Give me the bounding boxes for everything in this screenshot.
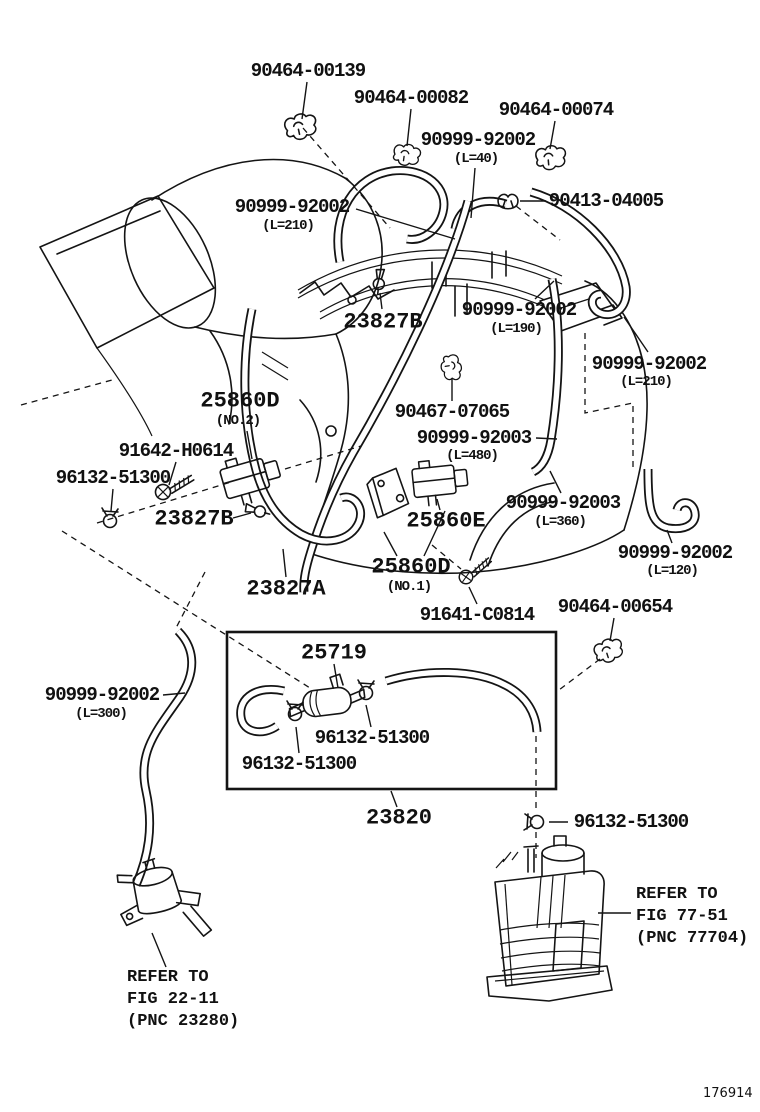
part-label-90413-04005: 90413-04005 [548, 190, 664, 212]
leader-lines [110, 81, 673, 968]
vacuum-hoses [131, 166, 700, 887]
clip-icon-90464-00139 [282, 110, 320, 143]
part-label-sub-l480: (L=480) [446, 448, 499, 464]
refer-note-line: FIG 22-11 [127, 990, 219, 1009]
part-label-96132-51300-box-left: 96132-51300 [241, 753, 357, 775]
part-label-96132-51300-left: 96132-51300 [55, 467, 171, 489]
part-label-96132-51300-bottom: 96132-51300 [573, 811, 689, 833]
part-label-90999-92002-l210-right: 90999-92002 [591, 353, 707, 375]
clip-icon-90464-00082 [391, 141, 423, 168]
assembly-dashed-lines [20, 127, 634, 858]
part-label-90999-92002-l120: 90999-92002 [617, 542, 733, 564]
part-label-90999-92002-l190: 90999-92002 [461, 299, 577, 321]
refer-note-valve: REFER TO FIG 22-11 (PNC 23280) [127, 967, 239, 1033]
bvsv-valve-icon [116, 857, 213, 937]
part-label-90999-92002-l300: 90999-92002 [44, 684, 160, 706]
part-label-90464-00074: 90464-00074 [498, 99, 614, 121]
part-label-sub-l190: (L=190) [490, 321, 543, 337]
part-label-sub-no1: (NO.1) [386, 579, 432, 595]
clamp-icon-96132-51300-bottom [523, 813, 545, 831]
part-label-91641-c0814: 91641-C0814 [419, 604, 535, 626]
vsv-icon-25860e [410, 456, 471, 508]
part-label-sub-l210-left: (L=210) [262, 218, 315, 234]
part-label-23820: 23820 [365, 805, 433, 831]
refer-note-canister: REFER TO FIG 77-51 (PNC 77704) [636, 884, 748, 950]
assembly-box-23820 [225, 630, 558, 791]
refer-note-line: (PNC 23280) [127, 1012, 240, 1031]
refer-note-line: (PNC 77704) [636, 929, 749, 948]
part-label-sub-no2: (NO.2) [215, 413, 261, 429]
part-label-96132-51300-box-right: 96132-51300 [314, 727, 430, 749]
clamp-icon-90467-07065 [438, 353, 465, 383]
part-label-sub-l40: (L=40) [453, 151, 499, 167]
refer-note-line: FIG 77-51 [636, 907, 728, 926]
charcoal-canister-icon [486, 835, 613, 1002]
part-label-90467-07065: 90467-07065 [394, 401, 510, 423]
part-label-90464-00139: 90464-00139 [250, 60, 366, 82]
part-label-23827b-left: 23827B [154, 506, 234, 532]
refer-note-line: REFER TO [636, 885, 718, 904]
part-label-90464-00654: 90464-00654 [557, 596, 673, 618]
part-label-25719: 25719 [300, 640, 368, 666]
part-label-sub-l210-right: (L=210) [620, 374, 673, 390]
part-label-90999-92003-l360: 90999-92003 [505, 492, 621, 514]
part-label-sub-l120: (L=120) [646, 563, 699, 579]
part-label-sub-l300: (L=300) [75, 706, 128, 722]
part-label-25860e: 25860E [406, 508, 486, 534]
part-label-90999-92002-l40: 90999-92002 [420, 129, 536, 151]
part-label-25860d-no2: 25860D [200, 388, 280, 414]
part-label-91642-h0614: 91642-H0614 [118, 440, 234, 462]
refer-note-line: REFER TO [127, 968, 209, 987]
part-label-sub-l360: (L=360) [534, 514, 587, 530]
clamp-icon-96132-51300-box-right [357, 679, 375, 701]
clip-icon-90464-00074 [534, 143, 568, 172]
part-label-25860d-no1: 25860D [371, 554, 451, 580]
part-label-90999-92002-l210-left: 90999-92002 [234, 196, 350, 218]
part-label-23827a: 23827A [246, 576, 326, 602]
clamp-icon-96132-51300-left [101, 507, 119, 529]
part-label-90999-92003-l480: 90999-92003 [416, 427, 532, 449]
bracket-icon-25860d-no1 [366, 467, 410, 519]
fuel-filter-icon-25719 [288, 673, 366, 718]
part-label-23827b-top: 23827B [343, 309, 423, 335]
drawing-number: 176914 [703, 1086, 753, 1101]
part-label-90464-00082: 90464-00082 [353, 87, 469, 109]
